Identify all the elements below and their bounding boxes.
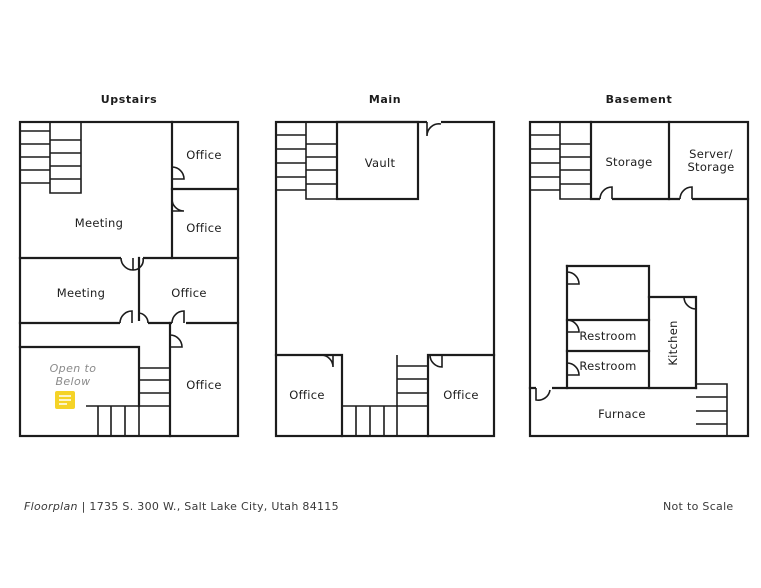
main-title: Main [369,93,401,106]
upstairs-room-office-bottom: Office [186,378,222,392]
basement-title: Basement [606,93,673,106]
door-arc [566,362,580,376]
basement-room-server-2: Storage [687,160,734,174]
door-arc [171,166,185,180]
door-arc [566,271,580,285]
open-to-below-label-1: Open to [50,362,97,375]
open-to-below-icon [55,391,75,409]
door-arc [566,319,580,333]
basement-room-server-1: Server/ [689,147,733,161]
basement-room-restroom-top: Restroom [579,329,636,343]
footer-address: | 1735 S. 300 W., Salt Lake City, Utah 8… [77,500,339,513]
basement-room-restroom-bottom: Restroom [579,359,636,373]
footer-floorplan: Floorplan [24,500,78,513]
upstairs-room-office-top: Office [186,148,222,162]
door-arc [599,186,613,200]
basement-room-storage: Storage [605,155,652,169]
upstairs-room-meeting-small: Meeting [57,286,105,300]
main-vault [335,120,420,201]
main-room-vault: Vault [365,156,396,170]
door-arc [679,186,693,200]
basement-stairs-top [530,122,591,200]
door-arc [429,354,443,368]
upstairs-stairs-lower [97,367,170,436]
main-room-office-left: Office [289,388,325,402]
upstairs-open-area-rail [18,345,141,408]
door-arc [535,388,551,401]
basement-room-furnace: Furnace [598,407,646,421]
door-arc [683,296,697,310]
door-arc [169,334,183,348]
upstairs-room-office-right: Office [171,286,207,300]
basement-room-kitchen: Kitchen [666,320,680,365]
upstairs-room-meeting-large: Meeting [75,216,123,230]
footer-caption: Floorplan | 1735 S. 300 W., Salt Lake Ci… [24,500,339,513]
main-office-right-walls [426,353,496,438]
main-office-left-walls [274,353,344,438]
upstairs-room-office-mid: Office [186,221,222,235]
main-floor: Main Vault Office Office [274,93,496,438]
basement-stairs-bottom [696,383,728,436]
basement-restroom-block [565,264,651,390]
upstairs-floor: Upstairs [18,93,240,438]
upstairs-outline [18,120,240,438]
main-room-office-right: Office [443,388,479,402]
door-arc [120,257,144,271]
footer-not-to-scale: Not to Scale [663,500,734,513]
basement-floor: Basement Stora [528,93,750,438]
basement-storage-walls [589,120,750,201]
open-to-below-label-2: Below [55,375,90,388]
main-stairs-bottom [342,355,428,436]
door-arc [171,310,185,324]
basement-outline [528,120,750,438]
door-arc [171,198,185,212]
door-arc [119,310,149,324]
upstairs-stairs-top [20,122,82,194]
upstairs-title: Upstairs [101,93,158,106]
main-stairs-top [276,122,337,200]
door-arc [426,122,442,137]
door-arc [320,354,334,368]
